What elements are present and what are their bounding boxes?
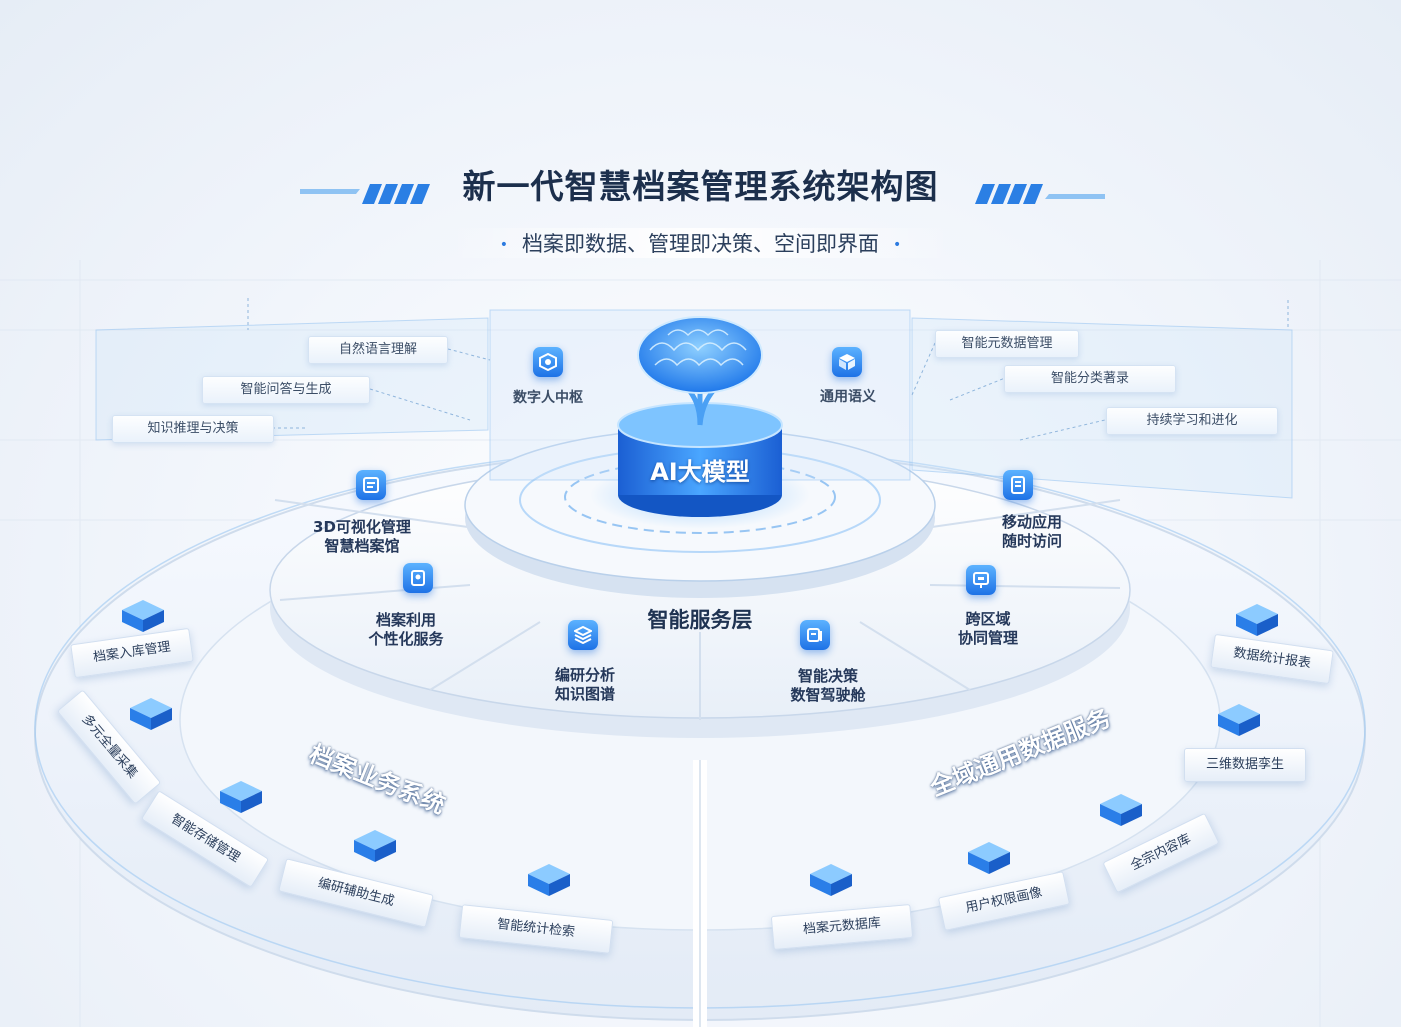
user-permission-icon: [968, 842, 1010, 874]
semantic-cube-icon: [832, 347, 862, 377]
tag-natural-language: 自然语言理解: [308, 336, 448, 364]
decision-cockpit-icon: [800, 620, 830, 650]
knowledge-graph-icon: [568, 620, 598, 650]
service-layer-title: 智能服务层: [647, 608, 753, 632]
service-item-research-line1: 编研分析: [554, 666, 615, 684]
service-item-mobile-line1: 移动应用: [1001, 513, 1062, 531]
digital-twin-icon: [1218, 704, 1260, 736]
bullet-dot-icon: •: [893, 237, 902, 253]
title-decoration-right: [975, 184, 1105, 204]
module-digital-human: 数字人中枢: [513, 390, 583, 406]
mobile-app-icon: [1003, 470, 1033, 500]
content-library-icon: [1100, 794, 1142, 826]
title-container: 新一代智慧档案管理系统架构图: [0, 160, 1401, 208]
service-item-utilization: 档案利用 个性化服务: [336, 611, 476, 649]
service-item-utilization-line2: 个性化服务: [368, 630, 444, 648]
service-item-decision-line2: 数智驾驶舱: [790, 686, 866, 704]
ai-model-label: AI大模型: [650, 458, 750, 486]
tag-qa-generation: 智能问答与生成: [202, 376, 370, 404]
cross-region-icon: [966, 565, 996, 595]
smart-storage-icon: [220, 781, 262, 813]
module-general-semantics: 通用语义: [820, 389, 876, 405]
bullet-dot-icon: •: [499, 237, 508, 253]
service-item-research-line2: 知识图谱: [554, 685, 615, 703]
utilization-icon: [403, 563, 433, 593]
service-item-cross-region-line2: 协同管理: [957, 629, 1018, 647]
archive-storage-icon: [122, 600, 164, 632]
multi-collection-icon: [130, 698, 172, 730]
digital-human-icon: [533, 347, 563, 377]
service-item-3d: 3D可视化管理 智慧档案馆: [292, 518, 432, 556]
service-item-decision-line1: 智能决策: [797, 667, 858, 685]
metadata-database-icon: [810, 864, 852, 896]
service-item-mobile: 移动应用 随时访问: [962, 513, 1102, 551]
data-item-digital-twin: 三维数据孪生: [1184, 748, 1306, 782]
diagram-subtitle: • 档案即数据、管理即决策、空间即界面 •: [445, 228, 956, 258]
service-item-3d-line1: 3D可视化管理: [313, 518, 411, 536]
service-item-mobile-line2: 随时访问: [1001, 532, 1062, 550]
tag-continuous-learning: 持续学习和进化: [1106, 407, 1278, 435]
title-decoration-left: [300, 184, 430, 204]
statistics-search-icon: [528, 864, 570, 896]
service-item-utilization-line1: 档案利用: [375, 611, 436, 629]
service-item-cross-region: 跨区域 协同管理: [918, 610, 1058, 648]
tag-knowledge-reasoning: 知识推理与决策: [112, 415, 274, 443]
subtitle-text: 档案即数据、管理即决策、空间即界面: [522, 232, 879, 256]
service-item-3d-line2: 智慧档案馆: [324, 537, 400, 555]
diagram-title: 新一代智慧档案管理系统架构图: [462, 167, 939, 206]
tag-classification: 智能分类著录: [1004, 365, 1176, 393]
service-item-research: 编研分析 知识图谱: [515, 666, 655, 704]
subtitle-container: • 档案即数据、管理即决策、空间即界面 •: [0, 228, 1401, 258]
service-item-decision: 智能决策 数智驾驶舱: [758, 667, 898, 705]
3d-visual-icon: [356, 470, 386, 500]
research-assist-icon: [354, 830, 396, 862]
data-report-icon: [1236, 604, 1278, 636]
tag-metadata-management: 智能元数据管理: [935, 330, 1079, 358]
service-item-cross-region-line1: 跨区域: [965, 610, 1011, 628]
